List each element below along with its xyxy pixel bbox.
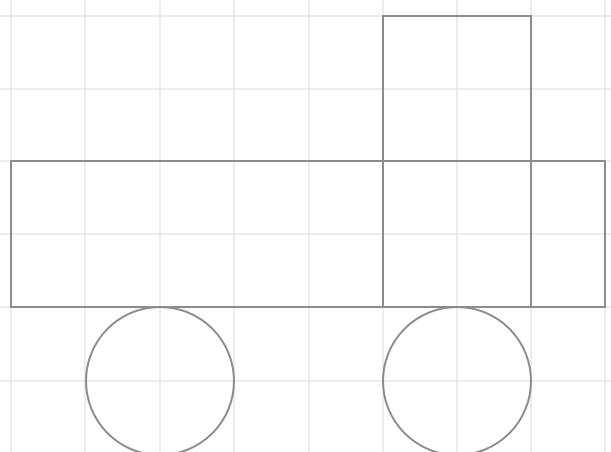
background — [0, 0, 611, 452]
truck-diagram — [0, 0, 611, 452]
